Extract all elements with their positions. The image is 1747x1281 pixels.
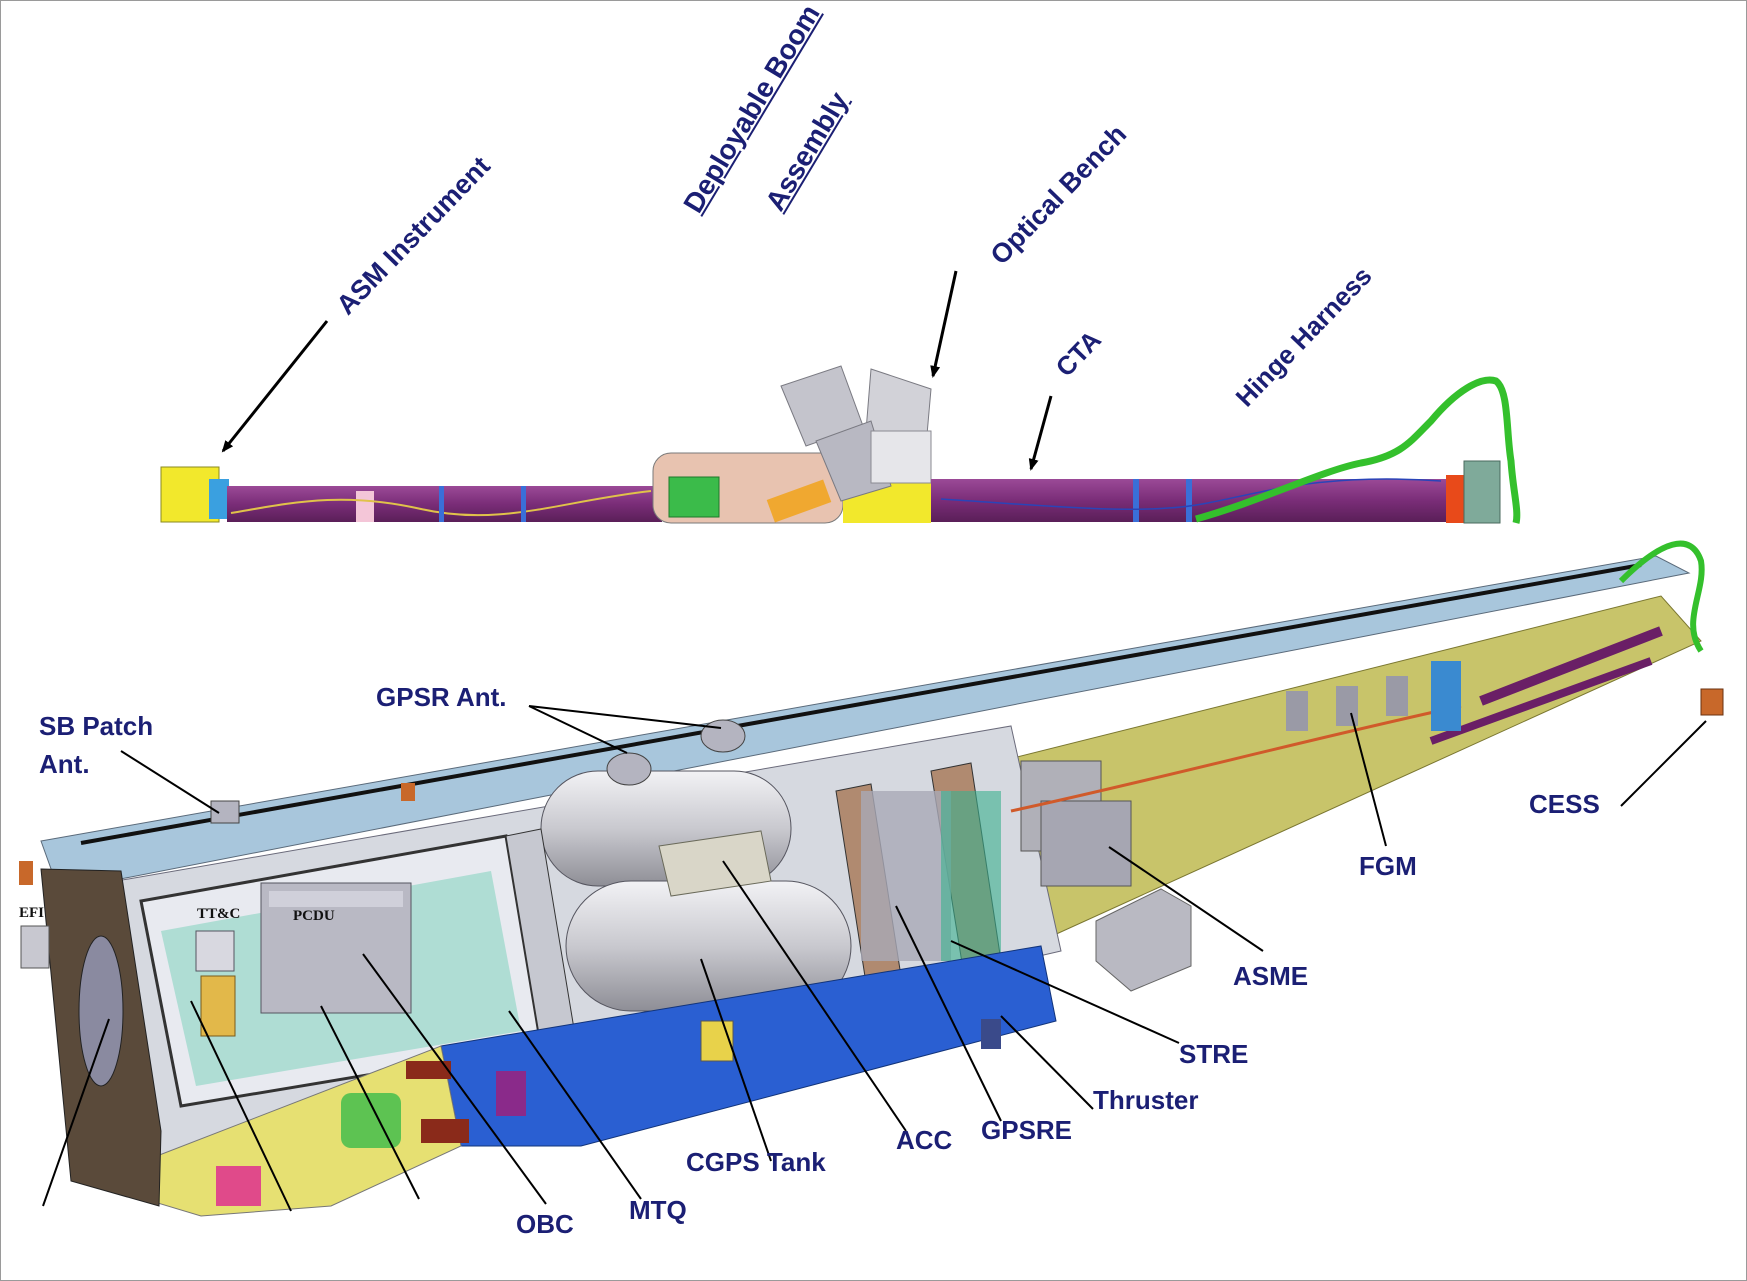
boom-tube-left [227,486,662,522]
stre-label: STRE [1179,1039,1249,1069]
mtq-label: MTQ [629,1195,687,1225]
ttc-box [195,930,235,972]
pcdu-label: PCDU [293,908,335,924]
cess-label: CESS [1529,789,1600,819]
cgps-tank-label: CGPS Tank [686,1147,826,1177]
boom-tube-right [931,479,1461,522]
boom-leader-arrows [221,270,1053,471]
gpsr-antenna-1 [606,752,652,786]
obc-label: OBC [516,1209,574,1239]
gpsr-antenna-2 [700,719,746,753]
ttc-label: TT&C [197,906,241,922]
spacecraft-leader-lines [42,705,1707,1212]
thruster-label: Thruster [1093,1085,1199,1115]
sb-patch-label-line1: SB Patch [39,711,154,741]
sb-patch-antenna [210,800,240,824]
asme-label: ASME [1233,961,1309,991]
acc-label: ACC [896,1125,953,1155]
cess-sensor [1700,688,1724,716]
hinge-harness-cable [1195,376,1521,524]
spacecraft-body [19,540,1724,1217]
acc-box [658,830,772,897]
deployable-boom [160,365,1521,524]
sb-patch-label-line2: Ant. [39,749,90,779]
efi-label: EFI [19,905,45,921]
gpsr-ant-label: GPSR Ant. [376,682,507,712]
fgm-label: FGM [1359,851,1417,881]
gpsre-label: GPSRE [981,1115,1073,1145]
side-panel [1000,595,1702,942]
